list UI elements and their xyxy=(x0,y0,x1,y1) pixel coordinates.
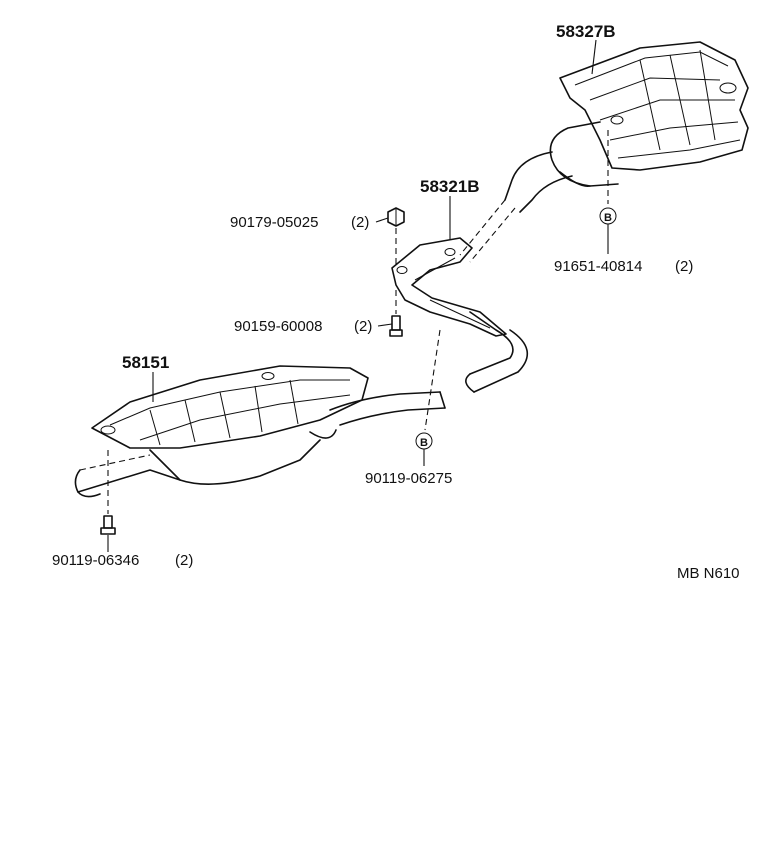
center-pipe xyxy=(329,311,528,426)
part-number-91651-40814: 91651-40814 xyxy=(554,258,642,275)
quantity-label: (2) xyxy=(675,258,693,275)
front-heat-insulator xyxy=(91,365,369,449)
quantity-label: (2) xyxy=(351,214,369,231)
nut-icon xyxy=(387,207,405,227)
rear-muffler xyxy=(549,121,619,188)
drawing-code: MB N610 xyxy=(677,565,740,582)
part-number-58151: 58151 xyxy=(122,353,169,372)
part-number-58327b: 58327B xyxy=(556,22,616,41)
part-number-58321b: 58321B xyxy=(420,177,480,196)
part-number-90179-05025: 90179-05025 xyxy=(230,214,318,231)
callout-letter: B xyxy=(604,212,612,224)
bolt-icon xyxy=(389,315,403,337)
callout-letter: B xyxy=(420,437,428,449)
callout-b-rear: B xyxy=(599,207,617,225)
bracket xyxy=(391,237,507,337)
part-number-90119-06346: 90119-06346 xyxy=(52,552,139,569)
rear-heat-insulator xyxy=(559,41,749,171)
callout-b-mid: B xyxy=(415,432,433,450)
bolt-icon xyxy=(100,515,116,535)
quantity-label: (2) xyxy=(354,318,372,335)
front-muffler xyxy=(74,429,337,498)
tail-pipe-rear xyxy=(459,151,573,263)
part-number-90119-06275: 90119-06275 xyxy=(365,470,452,487)
part-number-90159-60008: 90159-60008 xyxy=(234,318,322,335)
quantity-label: (2) xyxy=(175,552,193,569)
